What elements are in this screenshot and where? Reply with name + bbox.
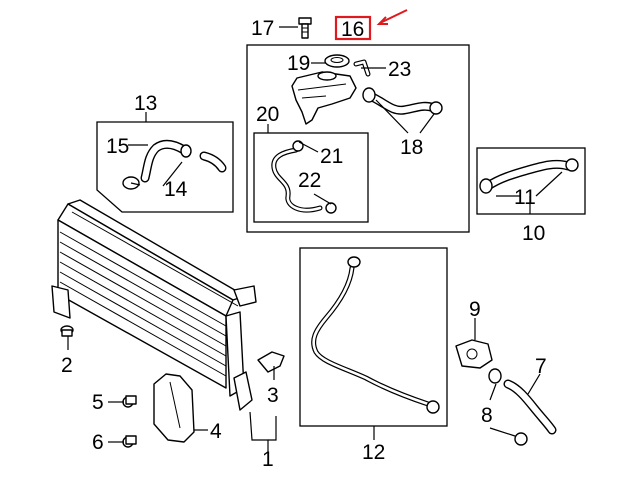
upper-hose-group-box xyxy=(96,121,234,213)
thermostat-housing-9 xyxy=(455,339,493,369)
bolt-5 xyxy=(122,395,137,408)
callout-16: 16 xyxy=(341,18,364,41)
reservoir-group-box xyxy=(246,44,470,233)
lower-pipe-group-box xyxy=(299,247,448,427)
callout-11: 11 xyxy=(514,186,536,209)
callout-15: 15 xyxy=(106,135,129,158)
callout-2: 2 xyxy=(61,354,73,377)
callout-9: 9 xyxy=(469,298,481,321)
bracket-3 xyxy=(233,351,285,411)
callout-20: 20 xyxy=(256,103,279,126)
leader-lines xyxy=(67,26,563,452)
clamp-8 xyxy=(488,368,528,446)
reservoir-hose-subgroup-box xyxy=(253,132,369,223)
highlight-arrow xyxy=(376,9,408,25)
small-hose-21-22 xyxy=(271,140,337,214)
callout-19: 19 xyxy=(287,52,310,75)
bypass-hose-11 xyxy=(479,158,579,194)
callout-17: 17 xyxy=(251,17,274,40)
drain-plug-2 xyxy=(60,325,74,337)
callout-3: 3 xyxy=(267,384,279,407)
bolt-6 xyxy=(122,435,137,448)
callout-13: 13 xyxy=(134,92,157,115)
vent-hose-23 xyxy=(353,59,371,77)
callout-10: 10 xyxy=(522,222,545,245)
callout-14: 14 xyxy=(164,178,188,201)
radiator-1 xyxy=(51,199,257,397)
reservoir-hose-18 xyxy=(362,87,443,115)
callout-12: 12 xyxy=(362,441,385,464)
bypass-hose-group-box xyxy=(476,147,586,215)
callout-21: 21 xyxy=(320,145,343,168)
reservoir-tank-16 xyxy=(291,71,357,125)
shroud-4 xyxy=(153,373,195,443)
callout-8: 8 xyxy=(481,404,493,427)
callout-22: 22 xyxy=(298,169,321,192)
callout-7: 7 xyxy=(535,355,547,378)
bolt-17 xyxy=(298,17,312,39)
upper-hose-15 xyxy=(122,139,227,190)
callout-6: 6 xyxy=(92,431,104,454)
callout-18: 18 xyxy=(400,136,423,159)
lower-hose-7 xyxy=(503,379,557,435)
highlight-box-16 xyxy=(334,15,372,41)
callout-4: 4 xyxy=(210,420,222,443)
callout-1: 1 xyxy=(262,448,274,471)
lower-pipe-12 xyxy=(311,256,440,414)
callout-23: 23 xyxy=(388,58,411,81)
callout-5: 5 xyxy=(92,391,104,414)
reservoir-cap-19 xyxy=(324,54,350,68)
